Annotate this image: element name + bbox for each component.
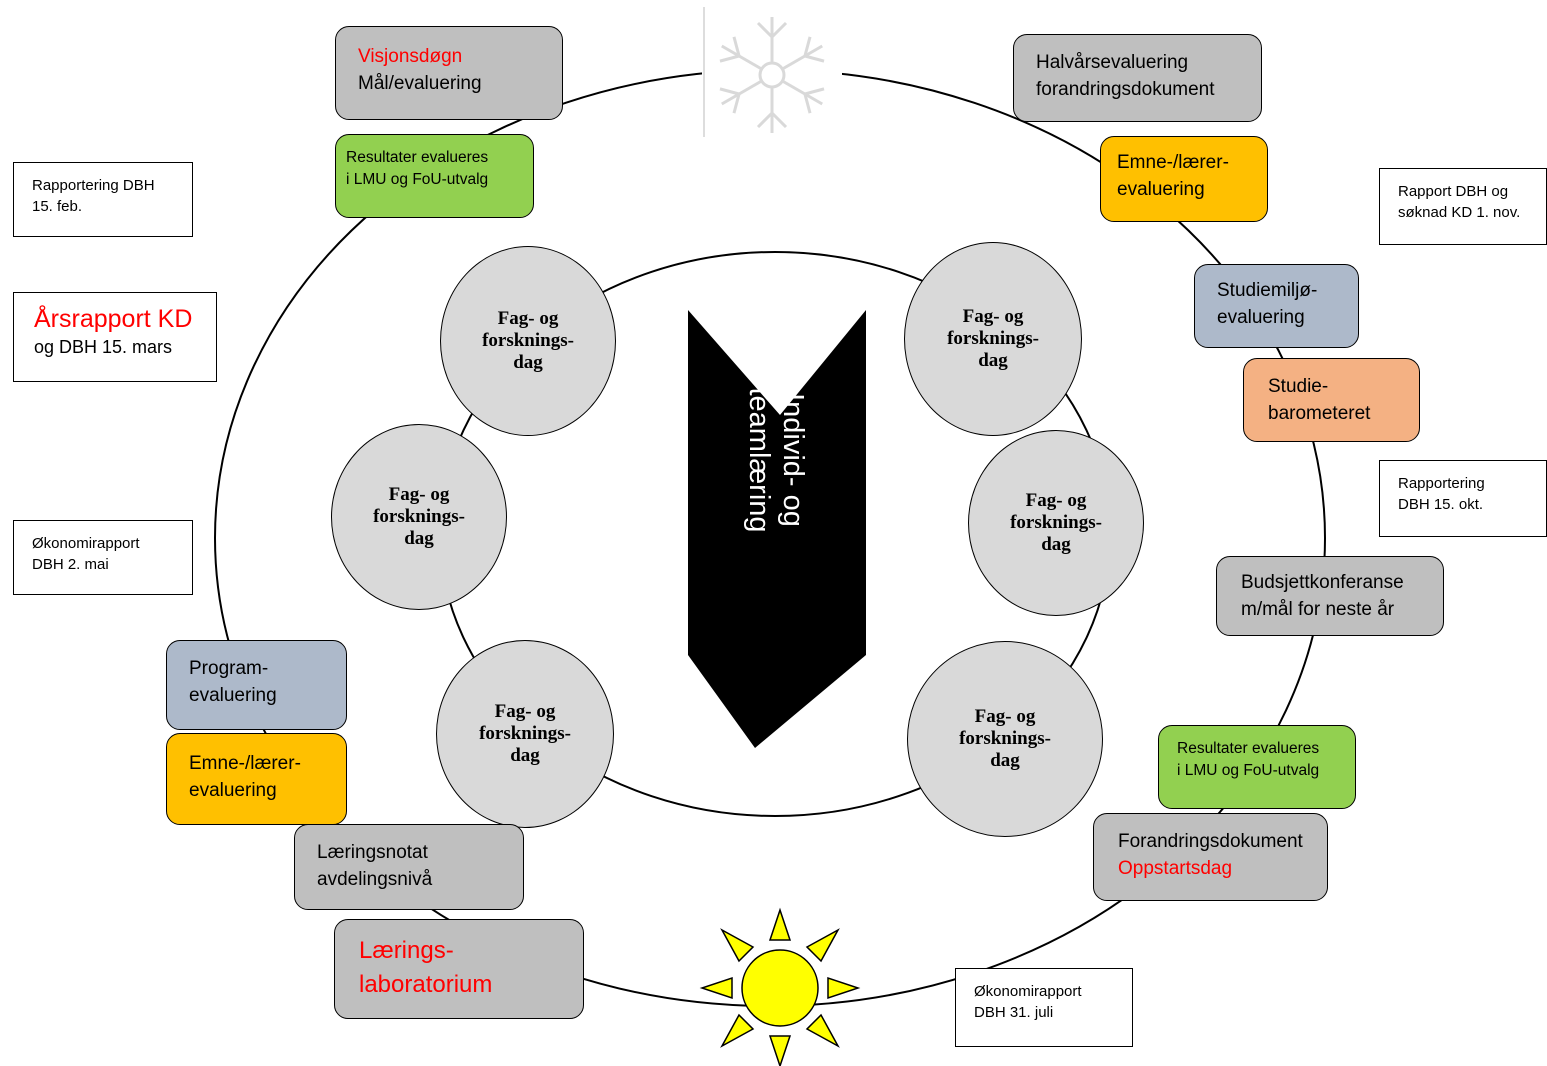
change-document-box: Forandringsdokument Oppstartsdag	[1093, 813, 1328, 901]
budget-conference-box: Budsjettkonferanse m/mål for neste år	[1216, 556, 1444, 636]
economy-report-july-note: Økonomirapport DBH 31. juli	[955, 968, 1133, 1047]
snowflake-icon	[702, 7, 842, 143]
dbh-february-report-note: Rapportering DBH 15. feb.	[13, 162, 193, 237]
results-evaluated-box: Resultater evalueres i LMU og FoU-utvalg	[1158, 725, 1356, 809]
sun-icon	[699, 907, 861, 1066]
dbh-october-report-note: Rapportering DBH 15. okt.	[1379, 460, 1547, 537]
study-barometer-box: Studie- barometeret	[1243, 358, 1420, 442]
course-teacher-evaluation-box: Emne-/lærer- evaluering	[1100, 136, 1268, 222]
economy-report-may-note: Økonomirapport DBH 2. mai	[13, 520, 193, 595]
center-arrow-label: Individ- og teamlæring	[743, 387, 809, 533]
learning-note-box: Læringsnotat avdelingsnivå	[294, 824, 524, 910]
program-evaluation-box: Program- evaluering	[166, 640, 347, 730]
vision-day-box: Visjonsdøgn Mål/evaluering	[335, 26, 563, 120]
half-year-evaluation-box: Halvårsevaluering forandringsdokument	[1013, 34, 1262, 122]
learning-lab-box: Lærings- laboratorium	[334, 919, 584, 1019]
results-evaluated-box: Resultater evalueres i LMU og FoU-utvalg	[335, 134, 534, 218]
annual-report-note: Årsrapport KD og DBH 15. mars	[13, 292, 217, 382]
dbh-november-report-note: Rapport DBH og søknad KD 1. nov.	[1379, 168, 1547, 245]
course-teacher-evaluation-box: Emne-/lærer- evaluering	[166, 733, 347, 825]
study-environment-evaluation-box: Studiemiljø- evaluering	[1194, 264, 1359, 348]
center-down-arrow	[688, 310, 866, 748]
